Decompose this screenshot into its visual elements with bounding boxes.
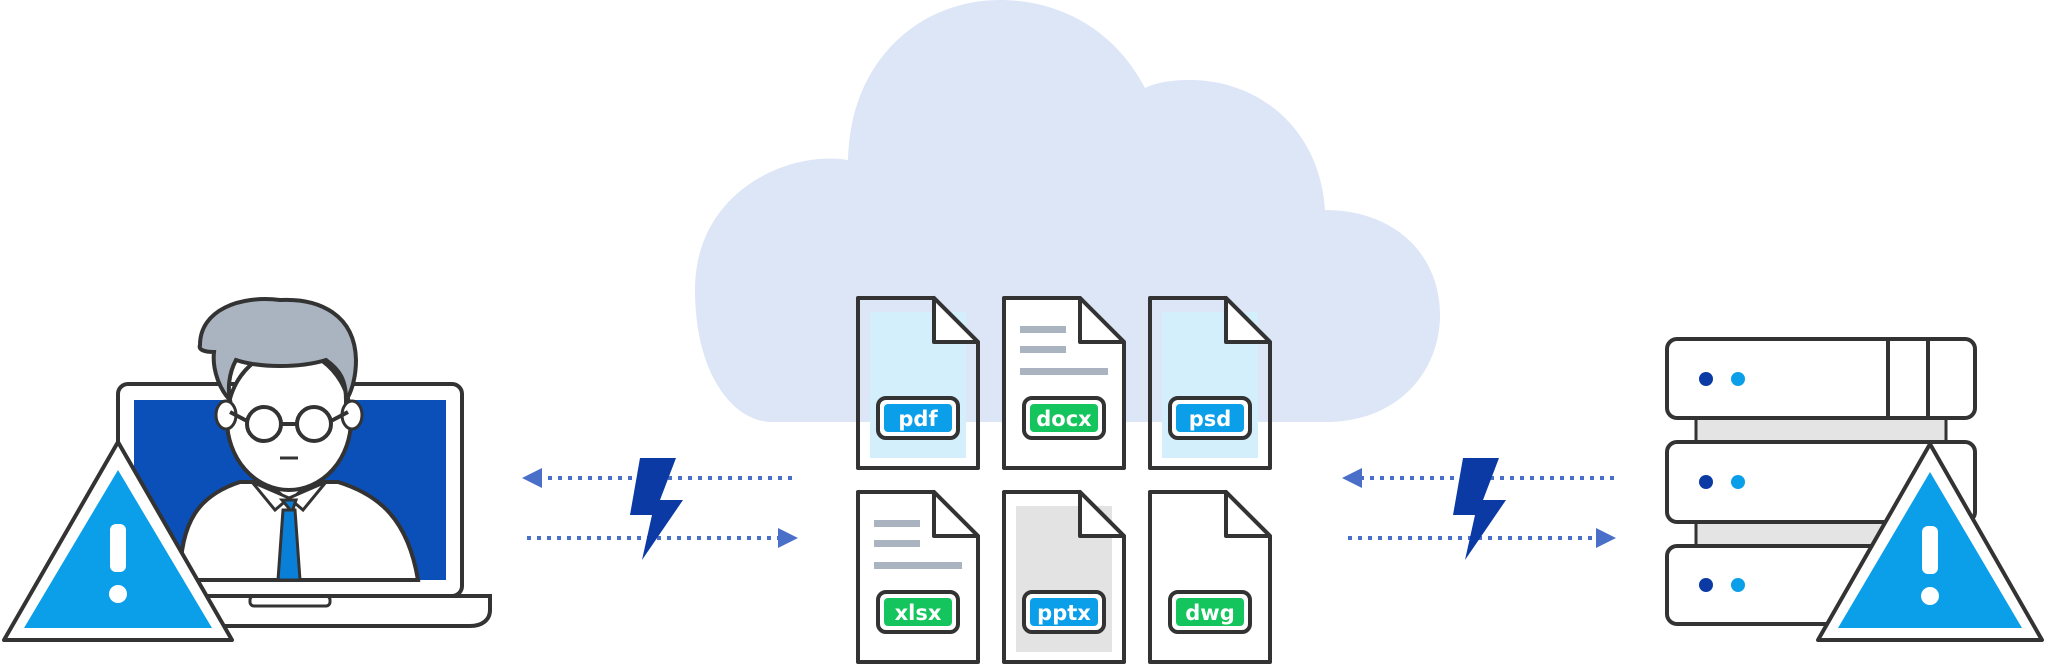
file-icon-pdf: pdf [856, 296, 980, 470]
file-type-label: xlsx [895, 601, 942, 625]
lightning-bolt-icon [630, 458, 683, 560]
file-icon-pptx: pptx [1002, 490, 1126, 664]
user-at-laptop-icon [116, 297, 492, 628]
file-icon-psd: psd [1148, 296, 1272, 470]
warning-triangle-icon [1816, 442, 2044, 642]
file-type-label: pptx [1037, 601, 1091, 625]
file-type-label: psd [1189, 407, 1232, 431]
sync-arrows-right [1342, 458, 1616, 560]
file-icon-docx: docx [1002, 296, 1126, 470]
lightning-bolt-icon [1453, 458, 1506, 560]
file-type-label: dwg [1185, 601, 1234, 625]
file-type-label: pdf [898, 407, 938, 431]
file-icon-xlsx: xlsx [856, 490, 980, 664]
file-type-label: docx [1036, 407, 1092, 431]
sync-arrows-left [522, 458, 798, 560]
warning-triangle-icon [2, 440, 234, 642]
file-icon-dwg: dwg [1148, 490, 1272, 664]
file-grid: pdf docx psd xlsx pptx dwg [856, 296, 1272, 664]
